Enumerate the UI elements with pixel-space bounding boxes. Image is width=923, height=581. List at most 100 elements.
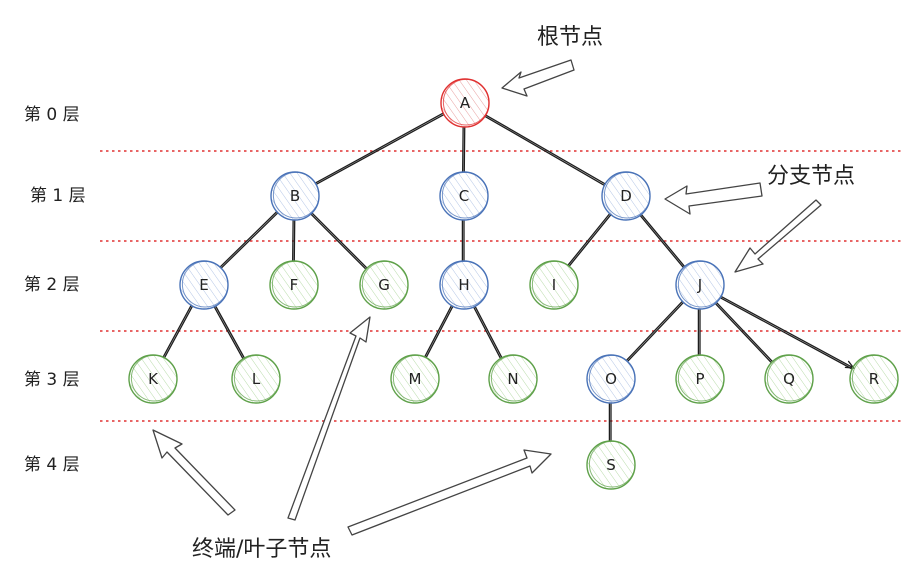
node-P: P <box>675 354 725 404</box>
branch-callout-arrow-j <box>734 199 822 273</box>
node-outline-H <box>441 260 489 308</box>
node-outline-A <box>442 78 490 126</box>
node-outline-D <box>603 171 651 219</box>
node-G: G <box>359 260 409 310</box>
tree-edges <box>162 112 853 442</box>
callout-arrows <box>152 59 822 536</box>
tree-nodes: A B C D E F G H I J K L M N O P Q R S <box>128 78 899 490</box>
edge-D-I-sketch <box>567 213 611 266</box>
node-label-I: I <box>552 276 556 294</box>
node-S: S <box>586 440 636 490</box>
edge-J-Q-sketch <box>714 302 772 364</box>
node-label-F: F <box>290 276 299 294</box>
node-label-J: J <box>697 276 702 294</box>
node-B: B <box>270 171 320 221</box>
edge-E-K <box>163 305 194 359</box>
node-outline-S <box>588 440 636 488</box>
node-I: I <box>529 260 579 310</box>
edge-D-J-sketch <box>639 214 685 269</box>
node-J: J <box>675 260 725 310</box>
edge-H-N-sketch <box>473 306 502 360</box>
root-callout-arrow <box>501 59 575 97</box>
edge-A-B-sketch <box>314 112 444 184</box>
node-outline-P <box>677 354 725 402</box>
node-outline-C <box>441 171 489 219</box>
node-label-E: E <box>199 276 208 294</box>
node-outline-M <box>392 354 440 402</box>
node-E: E <box>179 260 229 310</box>
node-Q: Q <box>764 354 814 404</box>
edge-J-R <box>720 295 853 367</box>
layer-label-4: 第 4 层 <box>24 455 80 475</box>
edge-H-M-sketch <box>424 304 453 358</box>
node-outline-I <box>531 260 579 308</box>
edge-B-E <box>220 212 279 269</box>
layer-label-0: 第 0 层 <box>24 105 80 125</box>
node-M: M <box>390 354 440 404</box>
node-label-L: L <box>252 370 261 388</box>
node-C: C <box>439 171 489 221</box>
node-outline-K <box>130 354 178 402</box>
edge-B-G <box>311 212 368 269</box>
node-outline-E <box>181 260 229 308</box>
node-outline-F <box>271 260 319 308</box>
branch-callout-arrow-d <box>664 182 763 215</box>
edge-A-D <box>485 114 606 185</box>
node-label-G: G <box>378 276 390 294</box>
edge-J-Q <box>715 301 774 363</box>
node-label-S: S <box>606 456 616 474</box>
node-label-C: C <box>459 187 469 205</box>
edge-J-R-sketch <box>719 297 853 370</box>
node-label-Q: Q <box>783 370 795 388</box>
edge-D-J <box>640 213 686 268</box>
node-label-D: D <box>620 187 632 205</box>
node-label-K: K <box>148 370 159 388</box>
callout-labels: 根节点 分支节点 终端/叶子节点 <box>192 25 855 562</box>
node-R: R <box>849 354 899 404</box>
node-K: K <box>128 354 178 404</box>
edge-E-L <box>214 305 246 359</box>
node-outline-R <box>851 354 899 402</box>
edge-H-M <box>425 305 454 359</box>
node-outline-L <box>233 354 281 402</box>
layer-label-3: 第 3 层 <box>24 370 80 390</box>
leaf-callout-arrow-g <box>287 316 371 521</box>
node-label-M: M <box>409 370 422 388</box>
node-O: O <box>586 354 636 404</box>
node-label-N: N <box>507 370 518 388</box>
layer-label-1: 第 1 层 <box>30 186 86 206</box>
node-outline-G <box>361 260 409 308</box>
node-L: L <box>231 354 281 404</box>
node-label-B: B <box>290 187 300 205</box>
node-label-A: A <box>460 94 471 112</box>
leaf-callout-arrow-s <box>347 449 552 536</box>
node-outline-J <box>677 260 725 308</box>
edge-E-K-sketch <box>162 304 192 358</box>
edge-H-N <box>474 305 503 359</box>
edge-J-O <box>626 301 685 363</box>
edge-D-I <box>568 214 612 267</box>
node-outline-Q <box>766 354 814 402</box>
node-label-O: O <box>605 370 617 388</box>
root-callout-label: 根节点 <box>537 25 603 50</box>
branch-callout-label: 分支节点 <box>767 164 855 189</box>
edge-A-D-sketch <box>484 115 606 187</box>
node-outline-O <box>588 354 636 402</box>
layer-label-2: 第 2 层 <box>24 275 80 295</box>
node-outline-B <box>272 171 320 219</box>
edge-B-E-sketch <box>219 210 278 268</box>
node-label-R: R <box>869 370 879 388</box>
node-H: H <box>439 260 489 310</box>
leaf-callout-arrow-k <box>152 429 236 516</box>
node-F: F <box>269 260 319 310</box>
node-N: N <box>488 354 538 404</box>
node-D: D <box>601 171 651 221</box>
layer-dividers <box>100 150 902 422</box>
node-label-P: P <box>695 370 704 388</box>
node-outline-N <box>490 354 538 402</box>
node-A: A <box>440 78 490 128</box>
edge-A-B <box>315 113 445 186</box>
edge-E-L-sketch <box>213 306 244 360</box>
edge-J-O-sketch <box>625 300 683 362</box>
